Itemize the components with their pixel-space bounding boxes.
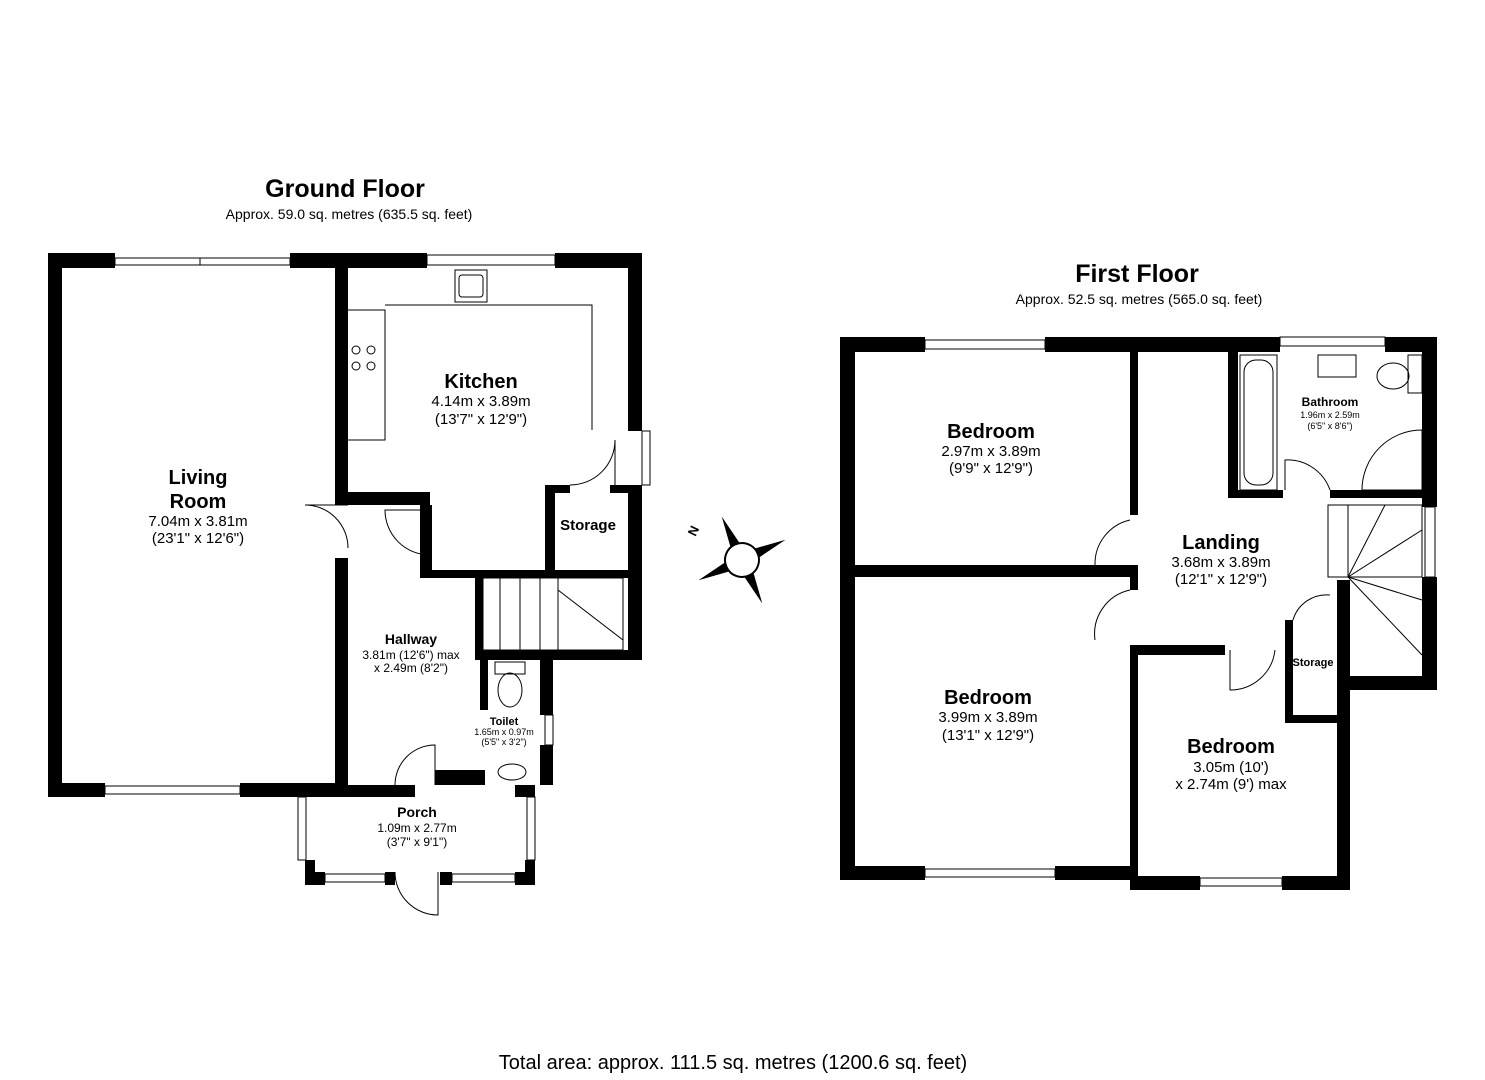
bedroom-1-dim: 2.97m x 3.89m [941, 443, 1041, 460]
porch-imperial: (3'7" x 9'1") [386, 835, 448, 849]
kitchen-name: Kitchen [444, 371, 518, 393]
first-floor-fixtures [924, 336, 1436, 887]
toilet-name: Toilet [489, 716, 519, 728]
hallway-imperial: x 2.49m (8'2") [374, 661, 448, 675]
compass-north-icon [698, 516, 786, 604]
ground-floor-fixtures [104, 254, 651, 916]
living-room-imperial: (23'1" x 12'6") [151, 530, 245, 547]
bathroom-dim: 1.96m x 2.59m [1300, 410, 1360, 420]
toilet-imperial: (5'5" x 3'2") [481, 737, 527, 747]
landing-imperial: (12'1" x 12'9") [1174, 571, 1268, 588]
hallway-name: Hallway [384, 631, 438, 647]
toilet-dim: 1.65m x 0.97m [474, 727, 534, 737]
bedroom-2-dim: 3.99m x 3.89m [938, 709, 1038, 726]
landing-dim: 3.68m x 3.89m [1171, 554, 1271, 571]
bedroom-3-name: Bedroom [1187, 736, 1275, 758]
bedroom-2-name: Bedroom [944, 687, 1032, 709]
bedroom-2-imperial: (13'1" x 12'9") [941, 727, 1035, 744]
kitchen-dim: 4.14m x 3.89m [431, 393, 531, 410]
bedroom-1-imperial: (9'9" x 12'9") [949, 460, 1033, 477]
storage-name: Storage [560, 517, 616, 534]
ground-floor-walls [48, 253, 642, 885]
landing-name: Landing [1182, 532, 1260, 554]
first-floor-storage-name: Storage [1292, 657, 1334, 669]
bathroom-name: Bathroom [1301, 395, 1359, 409]
bedroom-3-imperial: x 2.74m (9') max [1175, 776, 1287, 793]
living-room-name-1: Living [168, 467, 228, 489]
bedroom-3-dim: 3.05m (10') [1193, 759, 1269, 776]
bedroom-1-name: Bedroom [947, 421, 1035, 443]
living-room-name-2: Room [169, 491, 227, 513]
hallway-dim: 3.81m (12'6") max [362, 648, 460, 662]
first-floor-area: Approx. 52.5 sq. metres (565.0 sq. feet) [1015, 291, 1263, 307]
total-area: Total area: approx. 111.5 sq. metres (12… [498, 1052, 968, 1074]
porch-dim: 1.09m x 2.77m [377, 821, 457, 835]
ground-floor-area: Approx. 59.0 sq. metres (635.5 sq. feet) [225, 206, 473, 222]
first-floor-title: First Floor [1075, 260, 1199, 288]
ground-floor-title: Ground Floor [265, 175, 425, 203]
porch-name: Porch [397, 804, 437, 820]
living-room-dim: 7.04m x 3.81m [148, 513, 248, 530]
first-floor-walls [840, 337, 1437, 890]
bathroom-imperial: (6'5" x 8'6") [1307, 421, 1353, 431]
kitchen-imperial: (13'7" x 12'9") [434, 411, 528, 428]
